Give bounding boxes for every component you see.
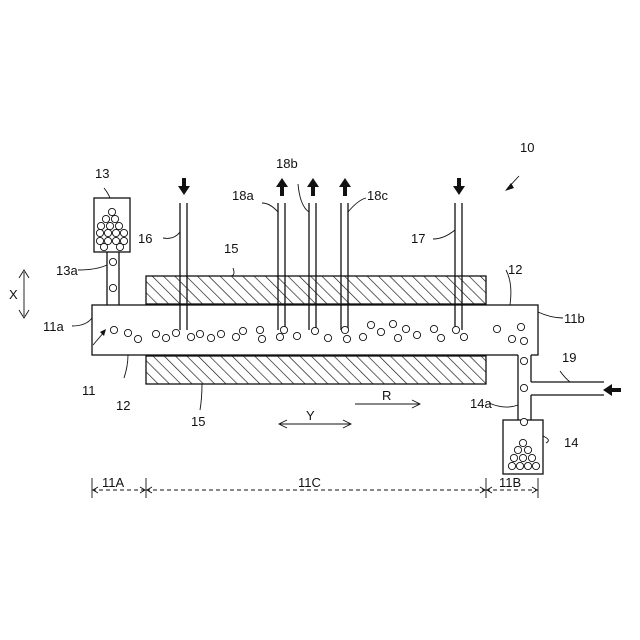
label-zone-a: 11A: [102, 475, 124, 490]
label-wall-right: 12: [508, 262, 522, 277]
arrow-down-17-icon: [453, 178, 465, 195]
label-outlet-18c: 18c: [367, 188, 388, 203]
label-collect-pipe: 14a: [470, 396, 492, 411]
label-feed-pipe: 13a: [56, 263, 78, 278]
label-heater-top: 15: [224, 241, 238, 256]
arrow-left-19-icon: [603, 384, 621, 396]
label-direction-r: R: [382, 388, 391, 403]
arrow-up-18b-icon: [307, 178, 319, 196]
label-axis-x: X: [9, 287, 18, 302]
label-reactor-end-a: 11a: [43, 319, 64, 334]
label-axis-y: Y: [306, 408, 315, 423]
label-zone-c: 11C: [298, 475, 321, 490]
label-inlet-16: 16: [138, 231, 152, 246]
arrow-down-16-icon: [178, 178, 190, 195]
label-heater-bottom: 15: [191, 414, 205, 429]
label-gas-pipe: 19: [562, 350, 576, 365]
label-hopper-collect: 14: [564, 435, 578, 450]
label-zone-b: 11B: [499, 475, 521, 490]
arrow-up-18c-icon: [339, 178, 351, 196]
arrow-up-18a-icon: [276, 178, 288, 196]
heater-bottom: [146, 356, 486, 384]
label-reactor-end-b: 11b: [564, 311, 585, 326]
label-wall-bottom: 12: [116, 398, 130, 413]
x-axis-double-arrow: [19, 270, 29, 318]
label-device: 10: [520, 140, 534, 155]
y-axis-double-arrow: [279, 420, 351, 428]
label-inlet-17: 17: [411, 231, 425, 246]
label-outlet-18a: 18a: [232, 188, 254, 203]
label-reactor: 11: [82, 383, 96, 398]
label-outlet-18b: 18b: [276, 156, 298, 171]
label-hopper-feed: 13: [95, 166, 109, 181]
